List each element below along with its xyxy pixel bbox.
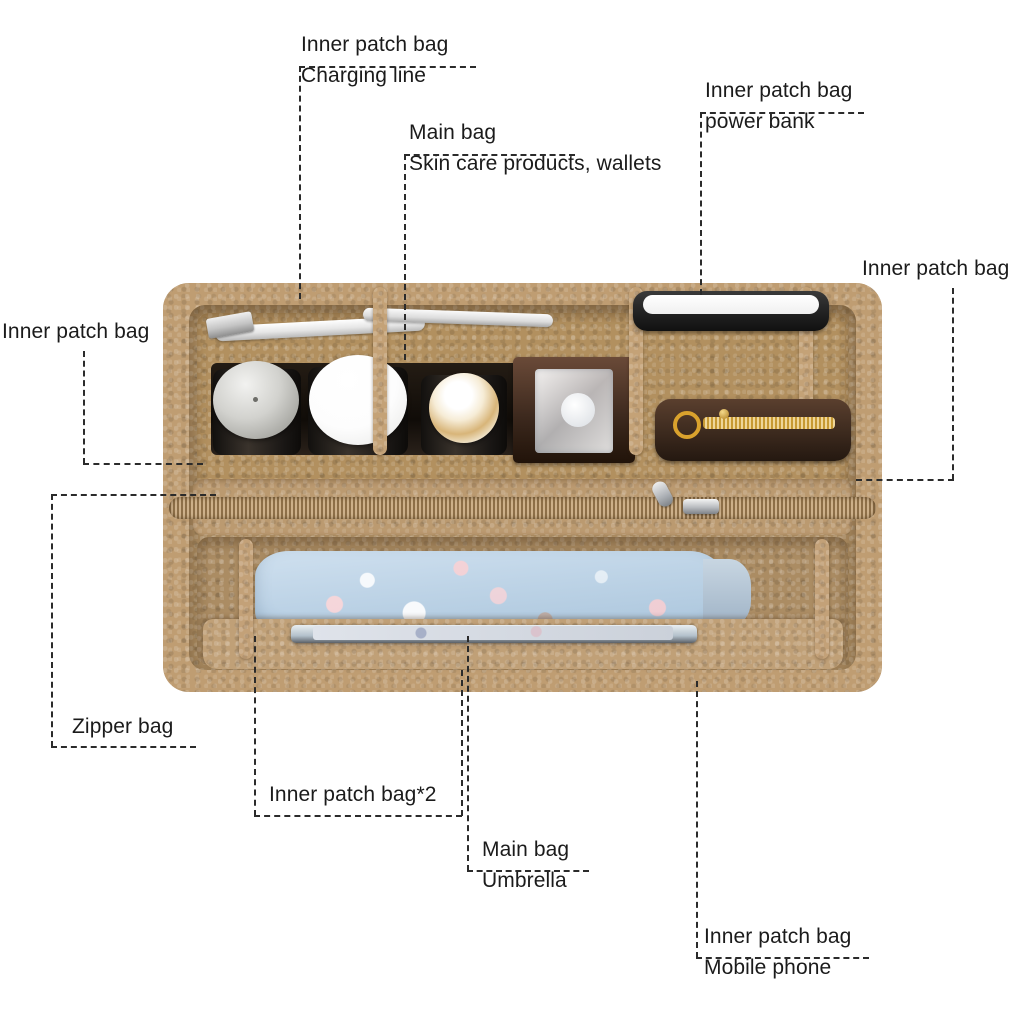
leader-line-x2-right-v [461, 670, 463, 816]
pouch-stud [719, 409, 729, 419]
leader-line-right-h [856, 479, 954, 481]
leader-line-left-h [83, 463, 203, 465]
leader-line-skin-care-v [404, 154, 406, 360]
callout-inner-patch-bag-x2: Inner patch bag*2 [269, 783, 437, 808]
leader-line-skin-care-h [404, 154, 575, 156]
callout-subtitle: Charging line [301, 63, 427, 87]
leader-line-mobile-phone-h [696, 957, 869, 959]
cosmetic-jar-2-lid [309, 355, 407, 445]
cosmetic-jar-3-lid [429, 373, 499, 443]
zipper-teeth [169, 497, 876, 519]
callout-title: Main bag [482, 838, 570, 861]
callout-subtitle: power bank [705, 109, 815, 133]
callout-title: Main bag [409, 121, 497, 144]
callout-inner-patch-bag-charging-line: Inner patch bag Charging line [301, 33, 448, 89]
pouch-zip-ring [673, 411, 701, 439]
leader-line-charging-line-v [299, 66, 301, 299]
phone-case-print [313, 626, 673, 640]
leader-line-power-bank-h [700, 112, 864, 114]
umbrella-handle-cap [703, 559, 751, 627]
leader-line-umbrella-v [467, 636, 469, 871]
callout-title: Zipper bag [72, 715, 174, 738]
callout-inner-patch-bag-mobile-phone: Inner patch bag Mobile phone [704, 925, 851, 981]
leader-line-x2-left-v [254, 636, 256, 816]
callout-zipper-bag: Zipper bag [72, 715, 173, 740]
leader-line-zipper-bag-bottom [51, 746, 196, 748]
power-bank-face [643, 295, 819, 314]
leader-line-left-v [83, 351, 85, 464]
callout-subtitle: Skin care products, wallets [409, 151, 662, 175]
bag-organizer-illustration [163, 283, 882, 692]
leader-line-umbrella-h [467, 870, 589, 872]
callout-main-bag-skin-care: Main bag Skin care products, wallets [409, 121, 661, 177]
callout-title: Inner patch bag [862, 257, 1010, 280]
zipper-slider [683, 499, 719, 514]
pouch-zipper [703, 417, 835, 429]
gold-lipstick-case [653, 351, 827, 393]
callout-subtitle: Umbrella [482, 868, 567, 892]
lower-divider-wall-right [815, 539, 829, 659]
lower-divider-wall-left [239, 539, 253, 659]
leader-line-x2-bottom [254, 815, 462, 817]
callout-title: Inner patch bag [705, 79, 853, 102]
leader-line-charging-line-h [299, 66, 476, 68]
callout-title: Inner patch bag*2 [269, 783, 437, 806]
callout-title: Inner patch bag [704, 925, 852, 948]
callout-subtitle: Mobile phone [704, 955, 832, 979]
callout-title: Inner patch bag [301, 33, 449, 56]
callout-inner-patch-bag-right: Inner patch bag [862, 257, 1009, 282]
pocket-wall-1 [373, 287, 387, 455]
leader-line-mobile-phone-v [696, 681, 698, 958]
leader-line-zipper-bag-v [51, 494, 53, 747]
leader-line-right-v [952, 288, 954, 480]
callout-title: Inner patch bag [2, 320, 150, 343]
leader-line-zipper-bag-top [51, 494, 216, 496]
callout-main-bag-umbrella: Main bag Umbrella [482, 838, 569, 894]
cosmetic-jar-1-center-dot [253, 397, 258, 402]
perfume-glass-highlight [561, 393, 595, 427]
callout-inner-patch-bag-power-bank: Inner patch bag power bank [705, 79, 852, 135]
leader-line-power-bank-v [700, 112, 702, 295]
callout-inner-patch-bag-left: Inner patch bag [2, 320, 149, 345]
